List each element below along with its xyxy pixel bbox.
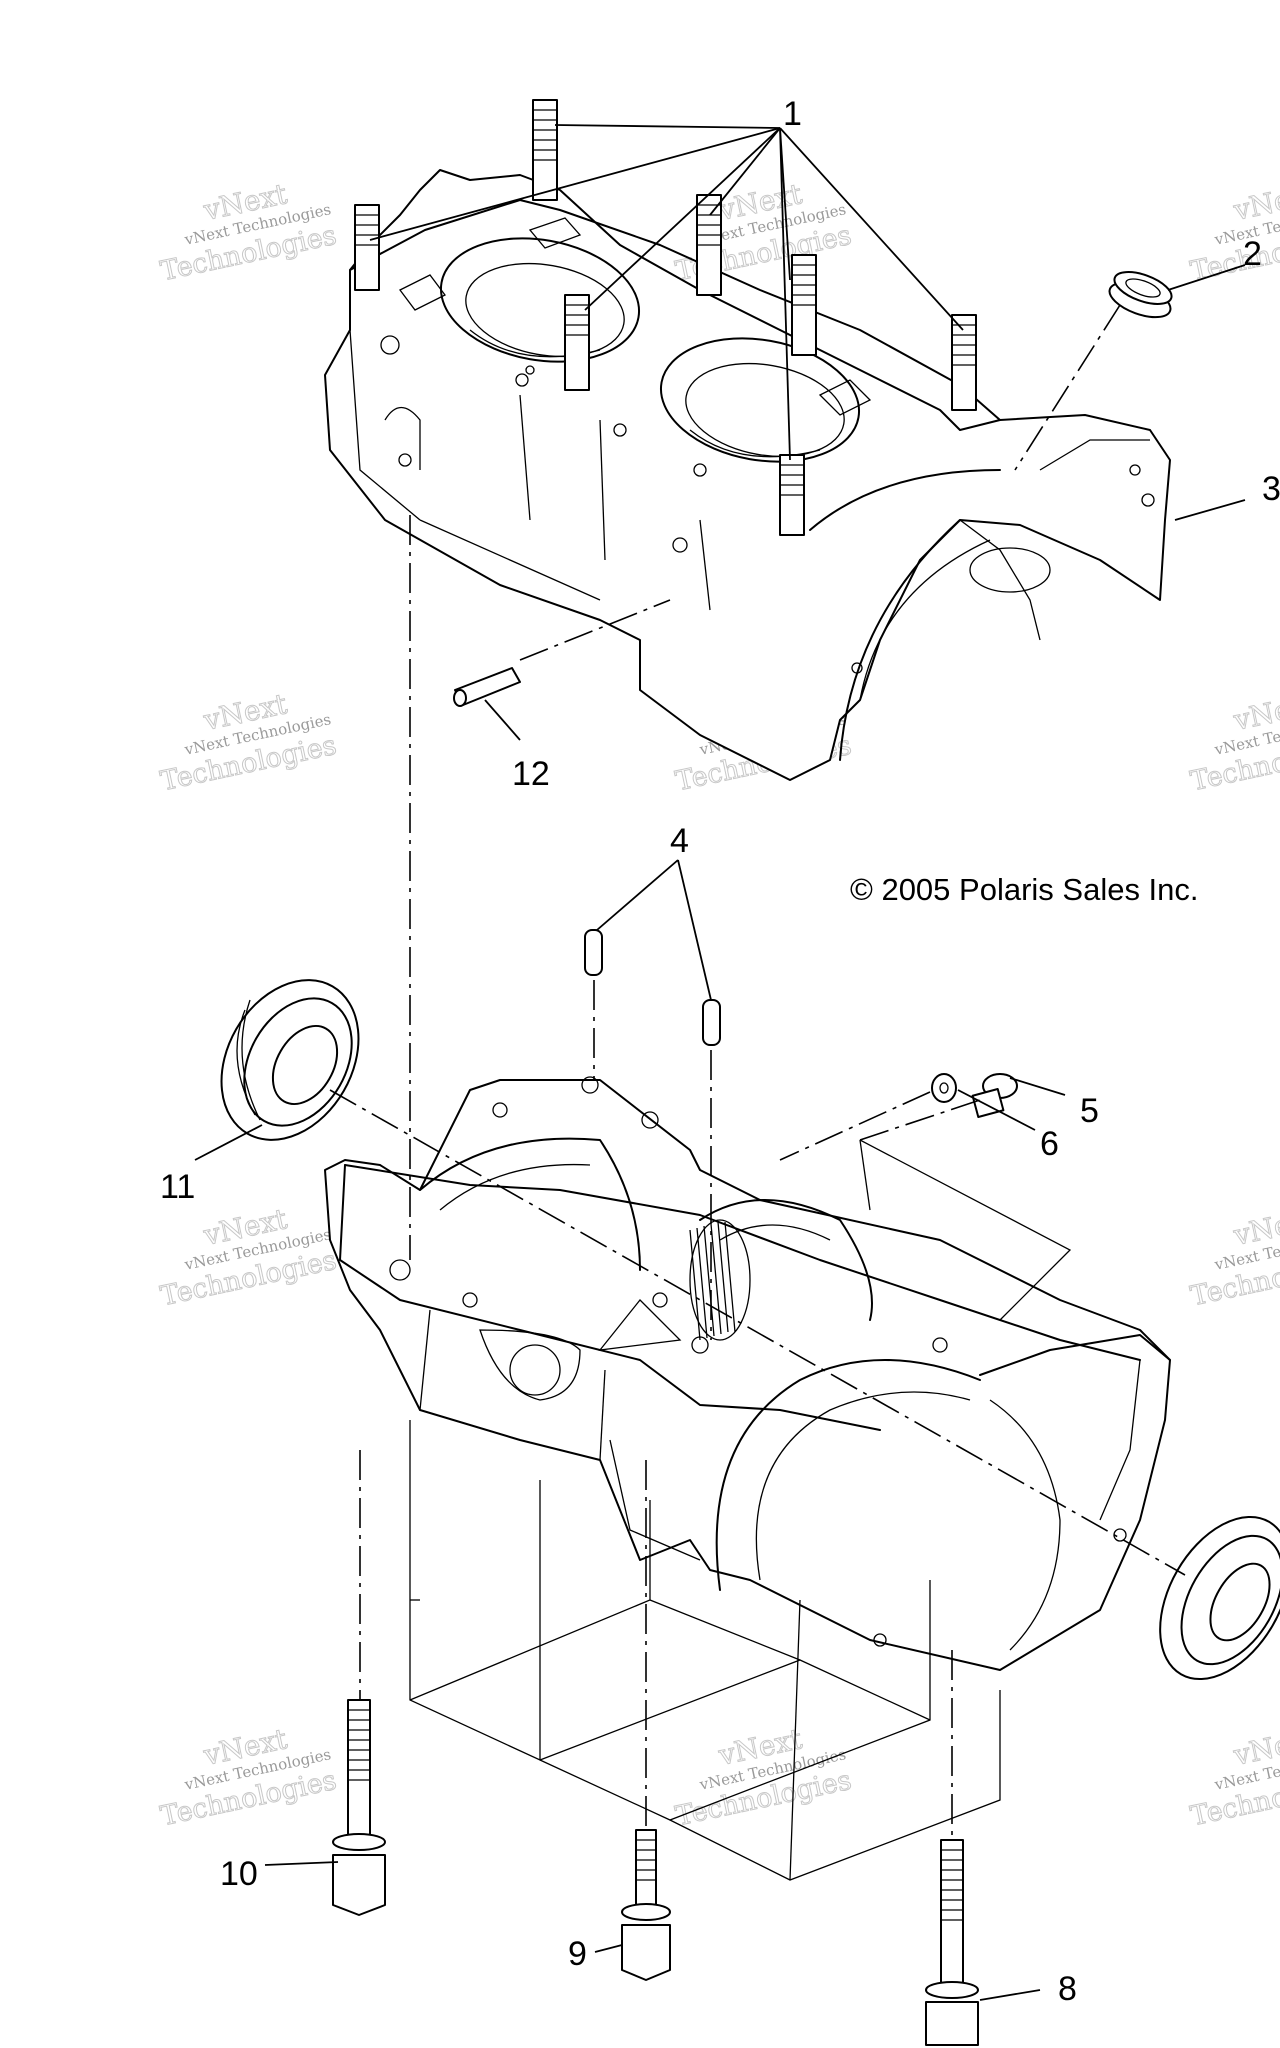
dowel-pin-icon bbox=[584, 929, 721, 1046]
copyright-notice: © 2005 Polaris Sales Inc. bbox=[850, 872, 1199, 907]
callout-labels: 1 2 3 4 5 6 8 9 10 11 12 bbox=[160, 95, 1280, 2008]
callout-2: 2 bbox=[1243, 235, 1262, 273]
bolt-icon bbox=[925, 1839, 979, 2046]
callout-6: 6 bbox=[1040, 1125, 1059, 1163]
lower-crankcase-drawing bbox=[324, 1076, 1171, 1881]
seal-icon bbox=[220, 979, 360, 1141]
bolt-icon bbox=[621, 1829, 671, 1981]
alignment-lines bbox=[329, 304, 1186, 1840]
plug-icon bbox=[971, 1073, 1018, 1118]
callout-5: 5 bbox=[1080, 1092, 1099, 1130]
callout-10: 10 bbox=[220, 1855, 258, 1893]
callout-11: 11 bbox=[160, 1168, 195, 1206]
stud-icon bbox=[354, 99, 977, 536]
leader-lines bbox=[194, 124, 1246, 2001]
seal-icon bbox=[1108, 271, 1173, 319]
washer-icon bbox=[931, 1073, 957, 1103]
seal-icon bbox=[1159, 1515, 1280, 1681]
bolt-icon bbox=[332, 1699, 386, 1916]
gear-teeth bbox=[598, 1219, 751, 1351]
callout-12: 12 bbox=[512, 755, 550, 793]
callout-8: 8 bbox=[1058, 1970, 1077, 2008]
callout-9: 9 bbox=[568, 1935, 587, 1973]
callout-1: 1 bbox=[783, 95, 802, 133]
upper-crankcase-drawing bbox=[324, 99, 1171, 781]
dowel-pin-icon bbox=[453, 667, 521, 707]
callout-4: 4 bbox=[670, 822, 689, 860]
callout-3: 3 bbox=[1262, 470, 1280, 508]
